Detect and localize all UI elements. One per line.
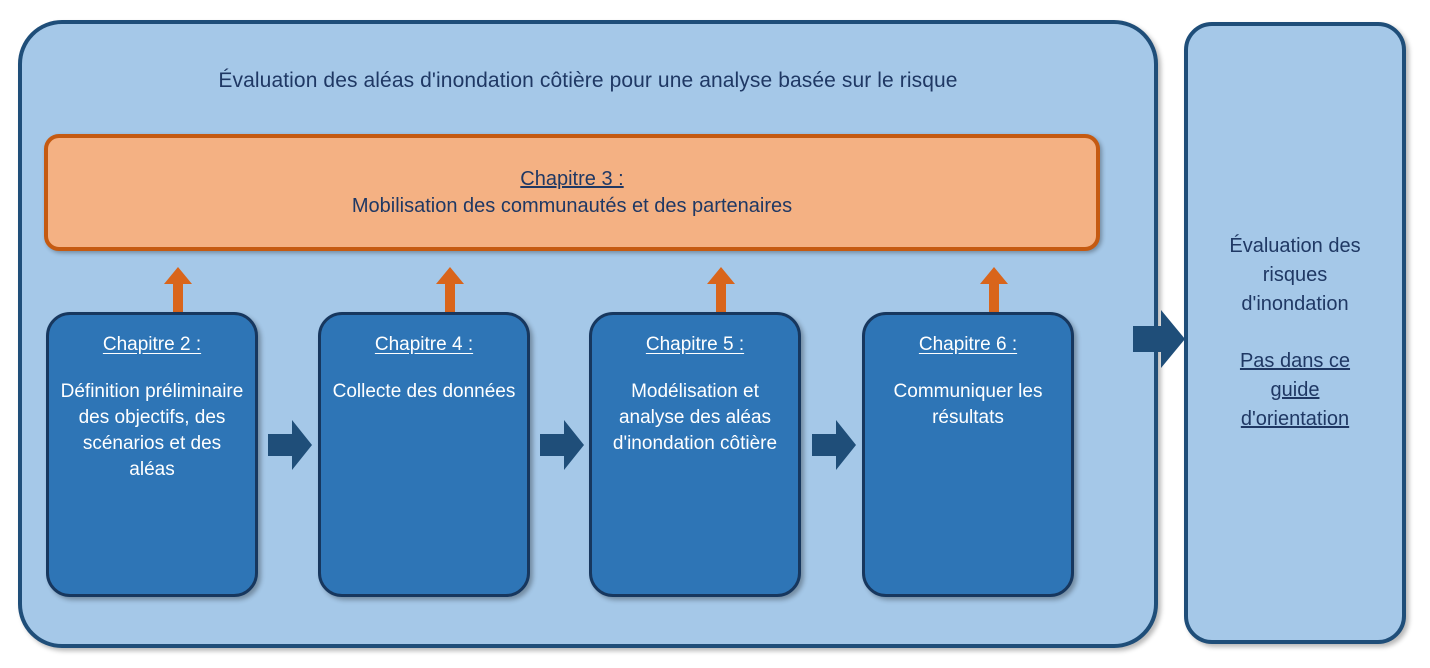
side-panel-line-2: risques: [1262, 264, 1328, 286]
flood-risk-assessment-panel[interactable]: Évaluation des risques d'inondation Pas …: [1184, 22, 1406, 644]
chapter-6-step-box[interactable]: Chapitre 6 : Communiquer les résultats: [862, 312, 1074, 597]
chapter-4-body: Collecte des données: [332, 381, 516, 402]
side-panel-line-6: d'orientation: [1240, 408, 1350, 430]
chapter-6-heading: Chapitre 6 :: [918, 334, 1018, 355]
chapter-5-body: Modélisation et analyse des aléas d'inon…: [612, 381, 778, 454]
chapter-6-body: Communiquer les résultats: [893, 381, 1043, 428]
chapter-4-heading: Chapitre 4 :: [374, 334, 474, 355]
chapter-3-body: Mobilisation des communautés et des part…: [351, 194, 793, 217]
right-arrow-icon-3: [812, 420, 856, 470]
coastal-flood-hazard-assessment-container: Évaluation des aléas d'inondation côtièr…: [18, 20, 1158, 648]
side-panel-line-1: Évaluation des: [1229, 235, 1361, 257]
chapter-5-heading: Chapitre 5 :: [645, 334, 745, 355]
right-arrow-icon-exit: [1133, 310, 1185, 368]
side-panel-line-4: Pas dans ce: [1239, 350, 1351, 372]
right-arrow-icon-2: [540, 420, 584, 470]
page-title: Évaluation des aléas d'inondation côtièr…: [218, 69, 958, 92]
chapter-2-step-box[interactable]: Chapitre 2 : Définition préliminaire des…: [46, 312, 258, 597]
right-arrow-icon-1: [268, 420, 312, 470]
chapter-5-step-box[interactable]: Chapitre 5 : Modélisation et analyse des…: [589, 312, 801, 597]
chapter-3-engagement-box[interactable]: Chapitre 3 : Mobilisation des communauté…: [44, 134, 1100, 251]
chapter-3-heading: Chapitre 3 :: [520, 167, 624, 190]
chapter-2-heading: Chapitre 2 :: [102, 334, 202, 355]
chapter-2-body: Définition préliminaire des objectifs, d…: [60, 381, 244, 480]
side-panel-line-5: guide: [1270, 379, 1320, 401]
chapter-4-step-box[interactable]: Chapitre 4 : Collecte des données: [318, 312, 530, 597]
side-panel-line-3: d'inondation: [1241, 293, 1349, 315]
